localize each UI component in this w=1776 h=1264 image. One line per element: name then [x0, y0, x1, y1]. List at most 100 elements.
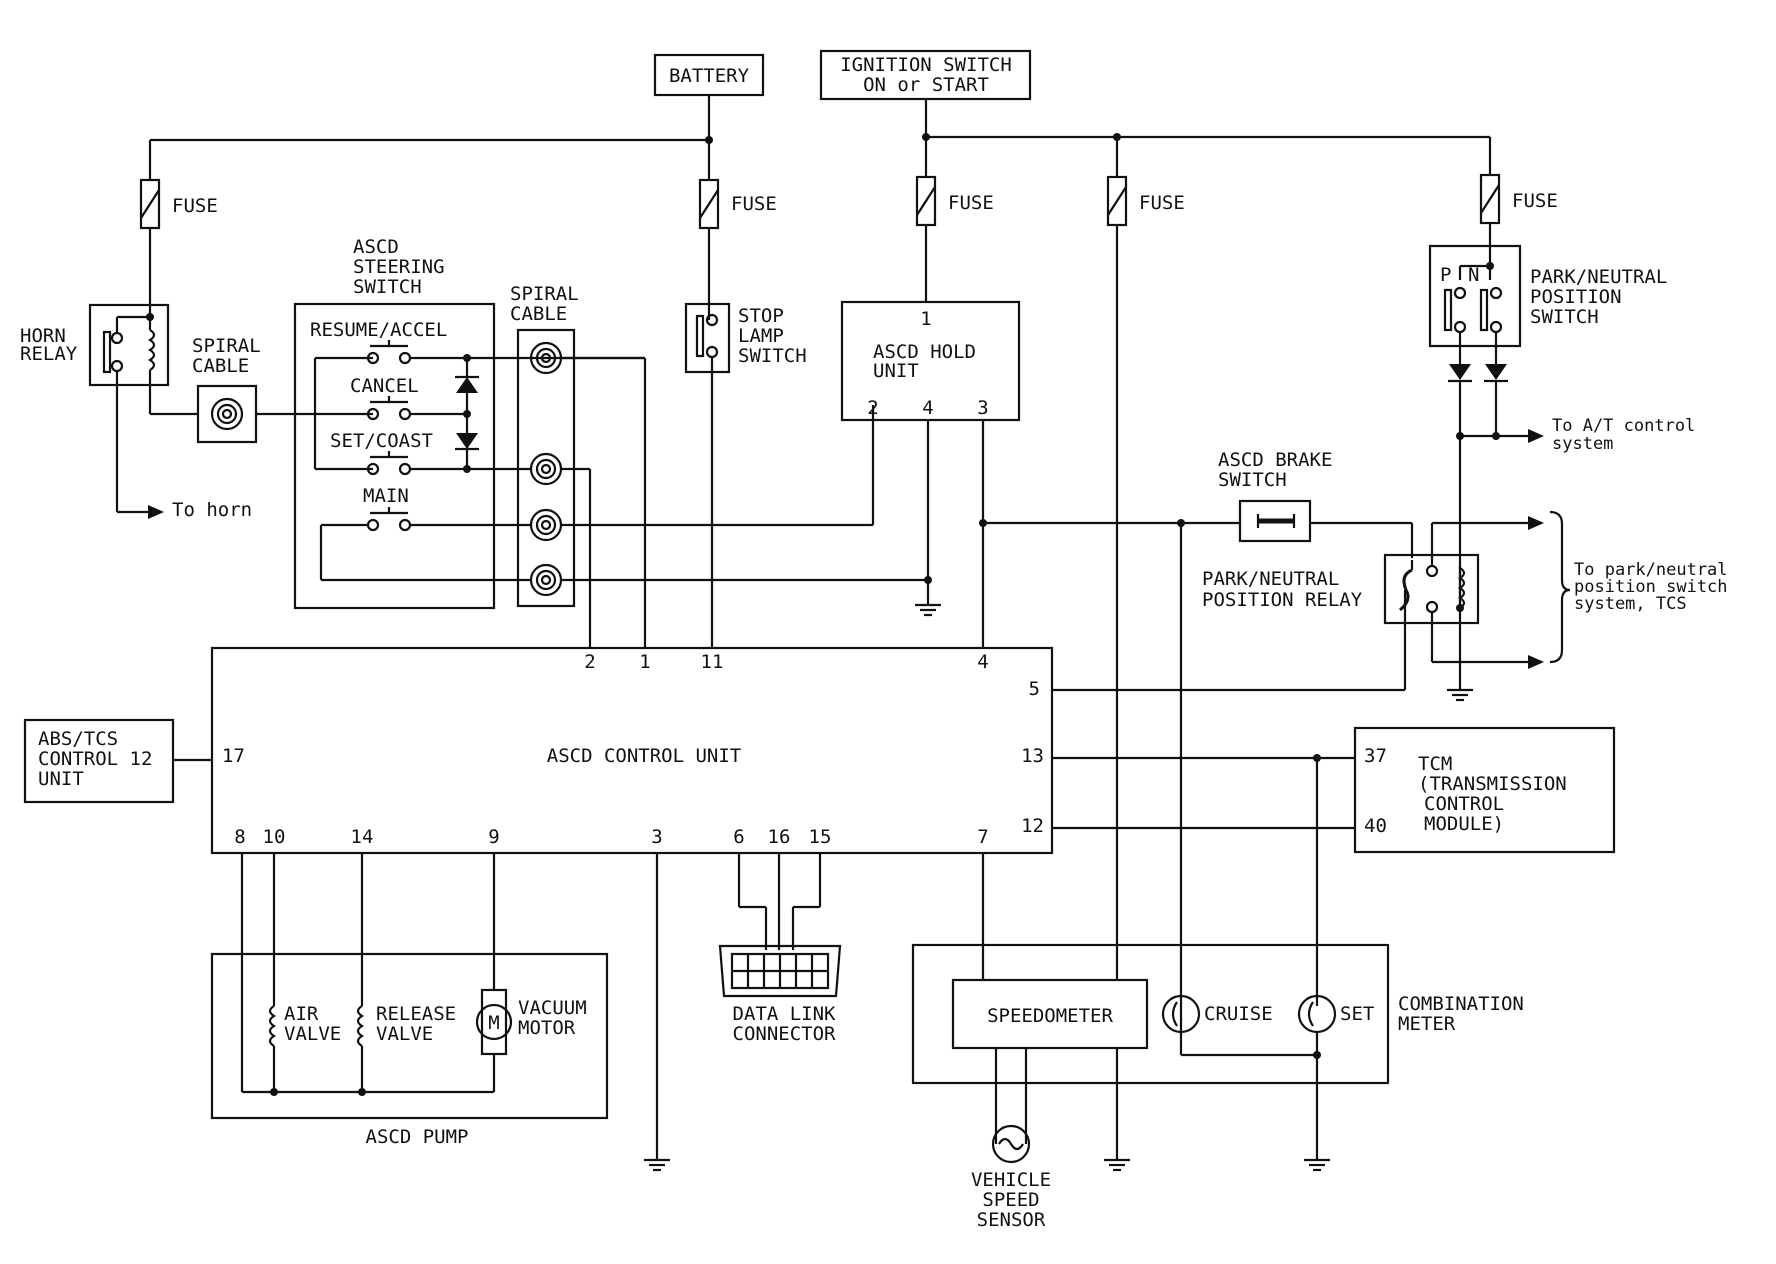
cu-pin-11: 11 [701, 651, 724, 673]
fuse-hold-unit: FUSE [915, 175, 994, 227]
fuse-hold-unit-label: FUSE [948, 192, 994, 214]
fuse-horn-label: FUSE [172, 195, 218, 217]
dlc-label-1: DATA LINK [733, 1003, 837, 1025]
cu-pin-13: 13 [1021, 745, 1044, 767]
control-unit-label: ASCD CONTROL UNIT [547, 745, 741, 767]
abs-tcs-control-unit: ABS/TCS CONTROL 12 UNIT [23, 718, 212, 804]
vss-label-1: VEHICLE [971, 1169, 1051, 1191]
air-valve-label-1: AIR [284, 1003, 319, 1025]
spiral-cable-horn: SPIRAL CABLE [192, 335, 261, 444]
pn-switch-label-2: POSITION [1530, 286, 1622, 308]
horn-relay-label-2: RELAY [20, 343, 78, 365]
stop-lamp-label-3: SWITCH [738, 345, 807, 367]
fuse-meter-label: FUSE [1139, 192, 1185, 214]
hold-pin-2: 2 [867, 397, 878, 419]
ignition-switch-box: IGNITION SWITCH ON or START [819, 49, 1032, 101]
cu-pin-16: 16 [768, 826, 791, 848]
cu-pin-5: 5 [1029, 678, 1040, 700]
hold-pin-3: 3 [977, 397, 988, 419]
steering-switch-label-2: STEERING [353, 256, 445, 278]
set-coast-label: SET/COAST [330, 430, 433, 452]
steering-switch-label-1: ASCD [353, 236, 399, 258]
ascd-steering-switch: ASCD STEERING SWITCH RESUME/ACCEL CANCEL… [293, 236, 645, 610]
brake-switch-label-2: SWITCH [1218, 469, 1287, 491]
to-horn-arrow: To horn [117, 499, 252, 521]
abs-label-2: CONTROL 12 [38, 748, 152, 770]
spiral-cable-switch-label-2: CABLE [510, 303, 567, 325]
main-label: MAIN [363, 485, 409, 507]
vacuum-motor-label-1: VACUUM [518, 997, 587, 1019]
ignition-switch-state: ON or START [863, 74, 989, 96]
spiral-cable-switch-label-1: SPIRAL [510, 283, 579, 305]
cu-pin-14: 14 [351, 826, 374, 848]
tcm-pin-40: 40 [1364, 815, 1387, 837]
battery-bus [148, 95, 713, 180]
tcm-label-3: CONTROL [1424, 793, 1504, 815]
pn-switch-n: N [1468, 264, 1479, 286]
pn-relay-label-1: PARK/NEUTRAL [1202, 568, 1339, 590]
cu-pin-6: 6 [733, 826, 744, 848]
ignition-bus [922, 99, 1492, 177]
fuse-meter: FUSE [1106, 175, 1185, 227]
cu-pin-17: 17 [222, 745, 245, 767]
pump-label: ASCD PUMP [366, 1126, 469, 1148]
ascd-pump: ASCD PUMP AIR VALVE RELEASE VALVE M VACU… [210, 853, 609, 1148]
cu-pin-12: 12 [1021, 815, 1044, 837]
cruise-label: CRUISE [1204, 1003, 1273, 1025]
ignition-switch-label: IGNITION SWITCH [840, 54, 1012, 76]
to-horn-label: To horn [172, 499, 252, 521]
horn-relay: HORN RELAY [20, 228, 170, 512]
spiral-cable-switch: SPIRAL CABLE [510, 283, 579, 608]
pn-switch-label-1: PARK/NEUTRAL [1530, 266, 1667, 288]
ascd-brake-switch: ASCD BRAKE SWITCH [1218, 449, 1414, 558]
cu-pin-4: 4 [977, 651, 988, 673]
vehicle-speed-sensor: VEHICLE SPEED SENSOR [971, 1048, 1051, 1231]
hold-pin-1: 1 [920, 308, 931, 330]
switch-wires [561, 356, 932, 648]
to-at-label-1: To A/T control [1552, 416, 1695, 436]
cancel-label: CANCEL [350, 375, 419, 397]
tcm-label-4: MODULE) [1424, 813, 1504, 835]
comb-meter-label-1: COMBINATION [1398, 993, 1524, 1015]
ascd-hold-unit: 1 ASCD HOLD UNIT 2 4 3 [840, 225, 1021, 648]
to-at-label-2: system [1552, 434, 1613, 454]
cu-pin-1: 1 [639, 651, 650, 673]
pn-switch-label-3: SWITCH [1530, 306, 1599, 328]
vacuum-motor-m: M [488, 1012, 499, 1034]
set-label: SET [1340, 1003, 1374, 1025]
spiral-cable-horn-label-1: SPIRAL [192, 335, 261, 357]
park-neutral-position-switch: P N PARK/NEUTRAL POSITION SWITCH To A/T … [1428, 223, 1695, 690]
park-neutral-position-relay: PARK/NEUTRAL POSITION RELAY To park/neut… [1052, 510, 1728, 702]
cu-pin-10: 10 [263, 826, 286, 848]
fuse-pn-switch-label: FUSE [1512, 190, 1558, 212]
pn-switch-p: P [1440, 264, 1451, 286]
abs-label-1: ABS/TCS [38, 728, 118, 750]
horn-relay-label-1: HORN [20, 325, 66, 347]
combination-meter: COMBINATION METER SPEEDOMETER CRUISE SET [911, 225, 1524, 1172]
tcm-label-1: TCM [1418, 753, 1452, 775]
cu-pin-8: 8 [234, 826, 245, 848]
stop-lamp-switch: STOP LAMP SWITCH [684, 228, 807, 648]
fuse-stop-lamp-label: FUSE [731, 193, 777, 215]
fuse-pn-switch: FUSE [1479, 173, 1558, 225]
vacuum-motor-label-2: MOTOR [518, 1017, 576, 1039]
stop-lamp-label-2: LAMP [738, 325, 784, 347]
vss-label-2: SPEED [982, 1189, 1039, 1211]
ground-pin-3 [642, 853, 672, 1172]
cu-pin-7: 7 [977, 826, 988, 848]
fuse-horn: FUSE [139, 178, 218, 230]
cu-pin-3: 3 [651, 826, 662, 848]
hold-unit-label-2: UNIT [873, 360, 919, 382]
steering-switch-label-3: SWITCH [353, 276, 422, 298]
to-pn-label-2: position switch [1574, 577, 1728, 597]
tcm-label-2: (TRANSMISSION [1418, 773, 1567, 795]
cu-pin-9: 9 [488, 826, 499, 848]
release-valve-label-1: RELEASE [376, 1003, 456, 1025]
brake-switch-label-1: ASCD BRAKE [1218, 449, 1332, 471]
tcm-pin-37: 37 [1364, 745, 1387, 767]
release-valve-label-2: VALVE [376, 1023, 433, 1045]
resume-accel-label: RESUME/ACCEL [310, 319, 447, 341]
speedometer-label: SPEEDOMETER [987, 1005, 1113, 1027]
vss-label-3: SENSOR [977, 1209, 1046, 1231]
dlc-label-2: CONNECTOR [733, 1023, 837, 1045]
